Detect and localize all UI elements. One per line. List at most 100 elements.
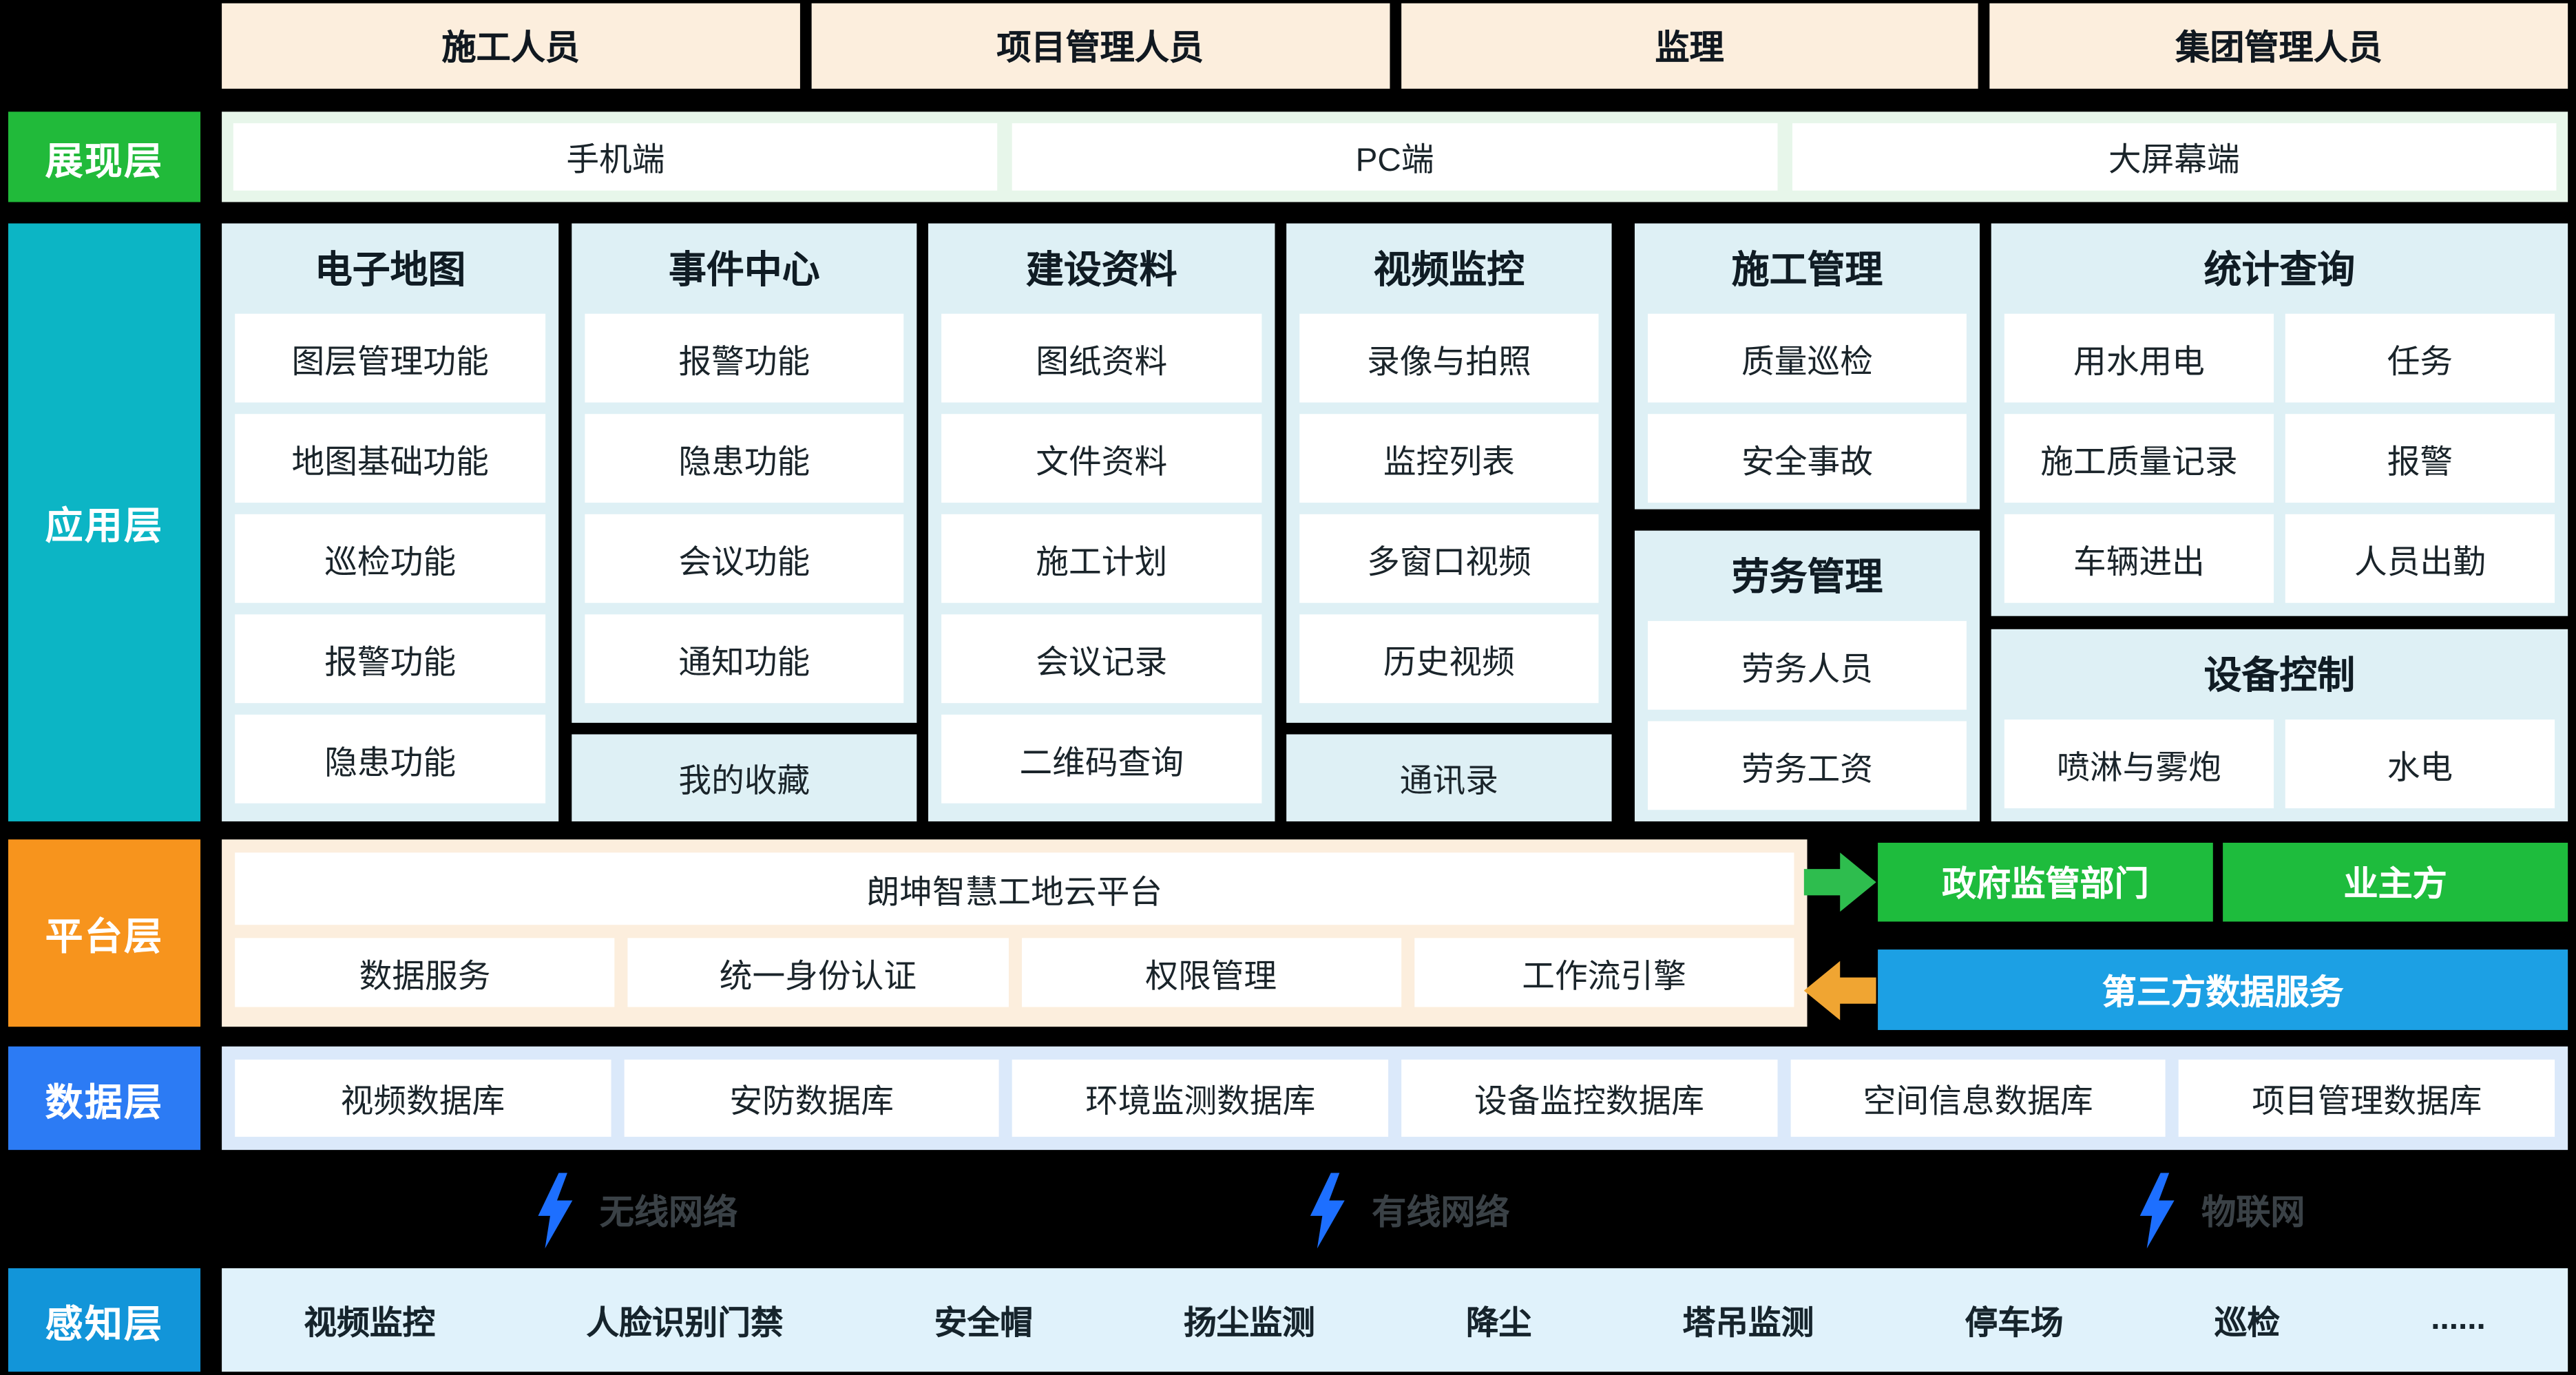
app-item: 地图基础功能: [235, 414, 546, 503]
lightning-icon: [1310, 1173, 1345, 1249]
contacts-box: 通讯录: [1286, 734, 1612, 821]
app-item: 劳务工资: [1648, 721, 1967, 810]
app-item: 通知功能: [585, 614, 904, 704]
database-box: 视频数据库: [235, 1059, 611, 1137]
app-item: 报警功能: [585, 313, 904, 403]
database-box: 项目管理数据库: [2179, 1059, 2555, 1137]
app-item: 喷淋与雾炮: [2004, 720, 2274, 808]
network-group-iot: 物联网: [2136, 1159, 2305, 1261]
platform-item: 数据服务: [235, 938, 615, 1007]
app-group-title: 电子地图: [314, 248, 466, 291]
arrow-left-icon: [1803, 961, 1876, 1020]
perception-item: 巡检: [2214, 1305, 2281, 1343]
persona-box-supervisor: 监理: [1400, 3, 1979, 89]
app-group-construction-management: 施工管理 质量巡检 安全事故: [1634, 223, 1980, 510]
platform-item: 权限管理: [1020, 938, 1401, 1007]
perception-item: 停车场: [1965, 1305, 2064, 1343]
app-group-title: 建设资料: [1025, 248, 1177, 291]
app-item: 监控列表: [1299, 414, 1599, 503]
app-item: 图层管理功能: [235, 313, 546, 403]
network-group-wired: 有线网络: [1306, 1159, 1510, 1261]
layer-label-presentation: 展现层: [8, 112, 201, 202]
app-item: 施工计划: [941, 514, 1262, 603]
favorites-box: 我的收藏: [572, 734, 917, 821]
presentation-layer: 手机端 PC端 大屏幕端: [222, 112, 2568, 202]
database-box: 安防数据库: [623, 1059, 1000, 1137]
app-group-title: 视频监控: [1373, 248, 1525, 291]
app-item: 劳务人员: [1648, 620, 1967, 710]
layer-label-perception: 感知层: [8, 1268, 201, 1372]
app-group-title: 事件中心: [669, 248, 820, 291]
app-item: 隐患功能: [235, 714, 546, 804]
perception-item: 视频监控: [304, 1305, 436, 1343]
app-group-title: 劳务管理: [1731, 555, 1883, 598]
application-layer: 电子地图 图层管理功能 地图基础功能 巡检功能 报警功能 隐患功能 事件中心 报…: [222, 223, 2568, 821]
app-group-construction-documents: 建设资料 图纸资料 文件资料 施工计划 会议记录 二维码查询: [928, 223, 1275, 821]
app-group-electronic-map: 电子地图 图层管理功能 地图基础功能 巡检功能 报警功能 隐患功能: [222, 223, 559, 821]
perception-item: 人脸识别门禁: [586, 1305, 784, 1343]
device-box-big-screen: 大屏幕端: [1792, 123, 2557, 191]
persona-box-group-managers: 集团管理人员: [1989, 3, 2568, 89]
network-label: 有线网络: [1372, 1194, 1510, 1232]
app-item: 图纸资料: [941, 313, 1262, 403]
app-item: 文件资料: [941, 414, 1262, 503]
app-item: 车辆进出: [2004, 514, 2274, 603]
app-item: 录像与拍照: [1299, 313, 1599, 403]
device-box-pc: PC端: [1012, 123, 1777, 191]
network-label: 物联网: [2201, 1194, 2305, 1232]
device-box-mobile: 手机端: [233, 123, 998, 191]
app-item: 历史视频: [1299, 614, 1599, 704]
app-item: 安全事故: [1648, 414, 1967, 503]
platform-item: 统一身份认证: [628, 938, 1008, 1007]
platform-item: 工作流引擎: [1414, 938, 1794, 1007]
perception-item: 安全帽: [934, 1305, 1033, 1343]
app-item: 报警功能: [235, 614, 546, 704]
perception-item: 降尘: [1465, 1305, 1532, 1343]
app-group-labor-management: 劳务管理 劳务人员 劳务工资: [1634, 530, 1980, 821]
data-layer: 视频数据库 安防数据库 环境监测数据库 设备监控数据库 空间信息数据库 项目管理…: [222, 1046, 2568, 1151]
app-group-title: 施工管理: [1731, 248, 1883, 291]
app-item: 水电: [2285, 720, 2555, 808]
app-group-title: 统计查询: [2203, 248, 2356, 291]
app-item: 用水用电: [2004, 313, 2274, 403]
app-item: 施工质量记录: [2004, 414, 2274, 503]
persona-box-construction-staff: 施工人员: [222, 3, 800, 89]
owner-box: 业主方: [2223, 842, 2568, 922]
app-item: 人员出勤: [2285, 514, 2555, 603]
app-item: 隐患功能: [585, 414, 904, 503]
perception-item: ......: [2431, 1301, 2486, 1338]
layer-label-platform: 平台层: [8, 839, 201, 1027]
database-box: 环境监测数据库: [1012, 1059, 1389, 1137]
layer-label-data: 数据层: [8, 1046, 201, 1151]
perception-item: 扬尘监测: [1184, 1305, 1315, 1343]
persona-row: 施工人员 项目管理人员 监理 集团管理人员: [222, 3, 2568, 89]
arrow-right-icon: [1803, 852, 1876, 912]
layer-label-application: 应用层: [8, 223, 201, 821]
platform-title-bar: 朗坤智慧工地云平台: [235, 852, 1794, 925]
app-item: 二维码查询: [941, 714, 1262, 804]
third-party-data-service-box: 第三方数据服务: [1878, 949, 2568, 1030]
persona-box-project-managers: 项目管理人员: [811, 3, 1390, 89]
network-group-wireless: 无线网络: [534, 1159, 737, 1261]
app-item: 质量巡检: [1648, 313, 1967, 403]
government-regulator-box: 政府监管部门: [1878, 842, 2213, 922]
app-item: 巡检功能: [235, 514, 546, 603]
app-group-video-surveillance: 视频监控 录像与拍照 监控列表 多窗口视频 历史视频: [1286, 223, 1612, 723]
lightning-icon: [2139, 1173, 2175, 1249]
app-group-device-control: 设备控制 喷淋与雾炮 水电: [1991, 629, 2568, 821]
app-item: 会议记录: [941, 614, 1262, 704]
app-item: 会议功能: [585, 514, 904, 603]
lightning-icon: [538, 1173, 573, 1249]
app-item: 任务: [2285, 313, 2555, 403]
network-label: 无线网络: [599, 1194, 738, 1232]
app-group-event-center: 事件中心 报警功能 隐患功能 会议功能 通知功能: [572, 223, 917, 723]
database-box: 空间信息数据库: [1790, 1059, 2166, 1137]
perception-item: 塔吊监测: [1682, 1305, 1814, 1343]
app-item: 报警: [2285, 414, 2555, 503]
database-box: 设备监控数据库: [1401, 1059, 1777, 1137]
platform-layer: 朗坤智慧工地云平台 数据服务 统一身份认证 权限管理 工作流引擎: [222, 839, 1808, 1027]
app-group-title: 设备控制: [2203, 653, 2356, 697]
perception-layer: 视频监控 人脸识别门禁 安全帽 扬尘监测 降尘 塔吊监测 停车场 巡检 ....…: [222, 1268, 2568, 1372]
app-item: 多窗口视频: [1299, 514, 1599, 603]
